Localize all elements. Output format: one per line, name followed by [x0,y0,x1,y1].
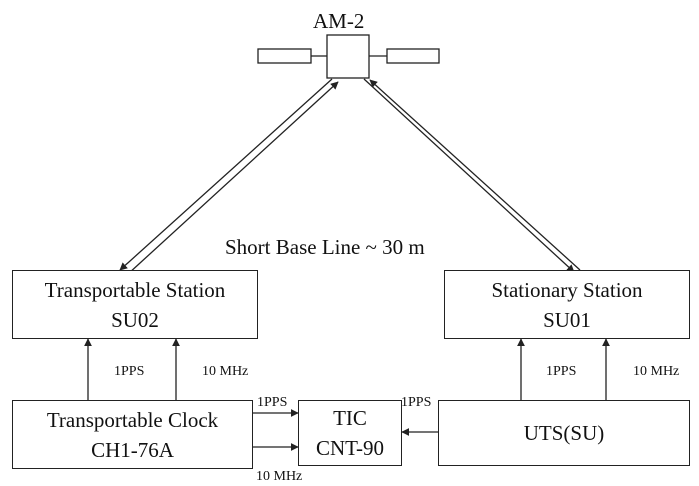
baseline-label: Short Base Line ~ 30 m [225,235,425,259]
label-10mhz-left: 10 MHz [202,364,249,379]
tic-model: CNT-90 [315,436,385,460]
satellite-label: AM-2 [313,9,365,33]
transportable-clock-title: Transportable Clock [46,407,219,432]
tic-title: TIC [333,406,367,430]
label-1pps-uts-tic: 1PPS [401,395,432,410]
label-10mhz-right: 10 MHz [633,364,680,379]
satellite-body [326,34,370,79]
stationary-station-title: Stationary Station [491,277,643,302]
label-1pps-right: 1PPS [546,364,577,379]
transportable-clock-box: Transportable Clock CH1-76A [12,400,253,469]
label-1pps-clock-tic: 1PPS [257,395,288,410]
label-1pps-left: 1PPS [114,364,145,379]
link-satellite-transportable [119,78,339,275]
uts-title: UTS(SU) [523,421,605,445]
transportable-station-title: Transportable Station [44,277,226,302]
transportable-station-box: Transportable Station SU02 [12,270,258,339]
tic-box: TIC CNT-90 [298,400,402,466]
transportable-station-id: SU02 [111,307,159,332]
link-satellite-stationary [363,78,581,273]
solar-panel-right [386,48,440,64]
label-10mhz-clock-tic: 10 MHz [256,469,303,484]
uts-box: UTS(SU) [438,400,690,466]
satellite-icon [257,34,440,79]
stationary-station-box: Stationary Station SU01 [444,270,690,339]
solar-panel-left [257,48,312,64]
stationary-station-id: SU01 [543,307,591,332]
transportable-clock-id: CH1-76A [91,437,174,462]
